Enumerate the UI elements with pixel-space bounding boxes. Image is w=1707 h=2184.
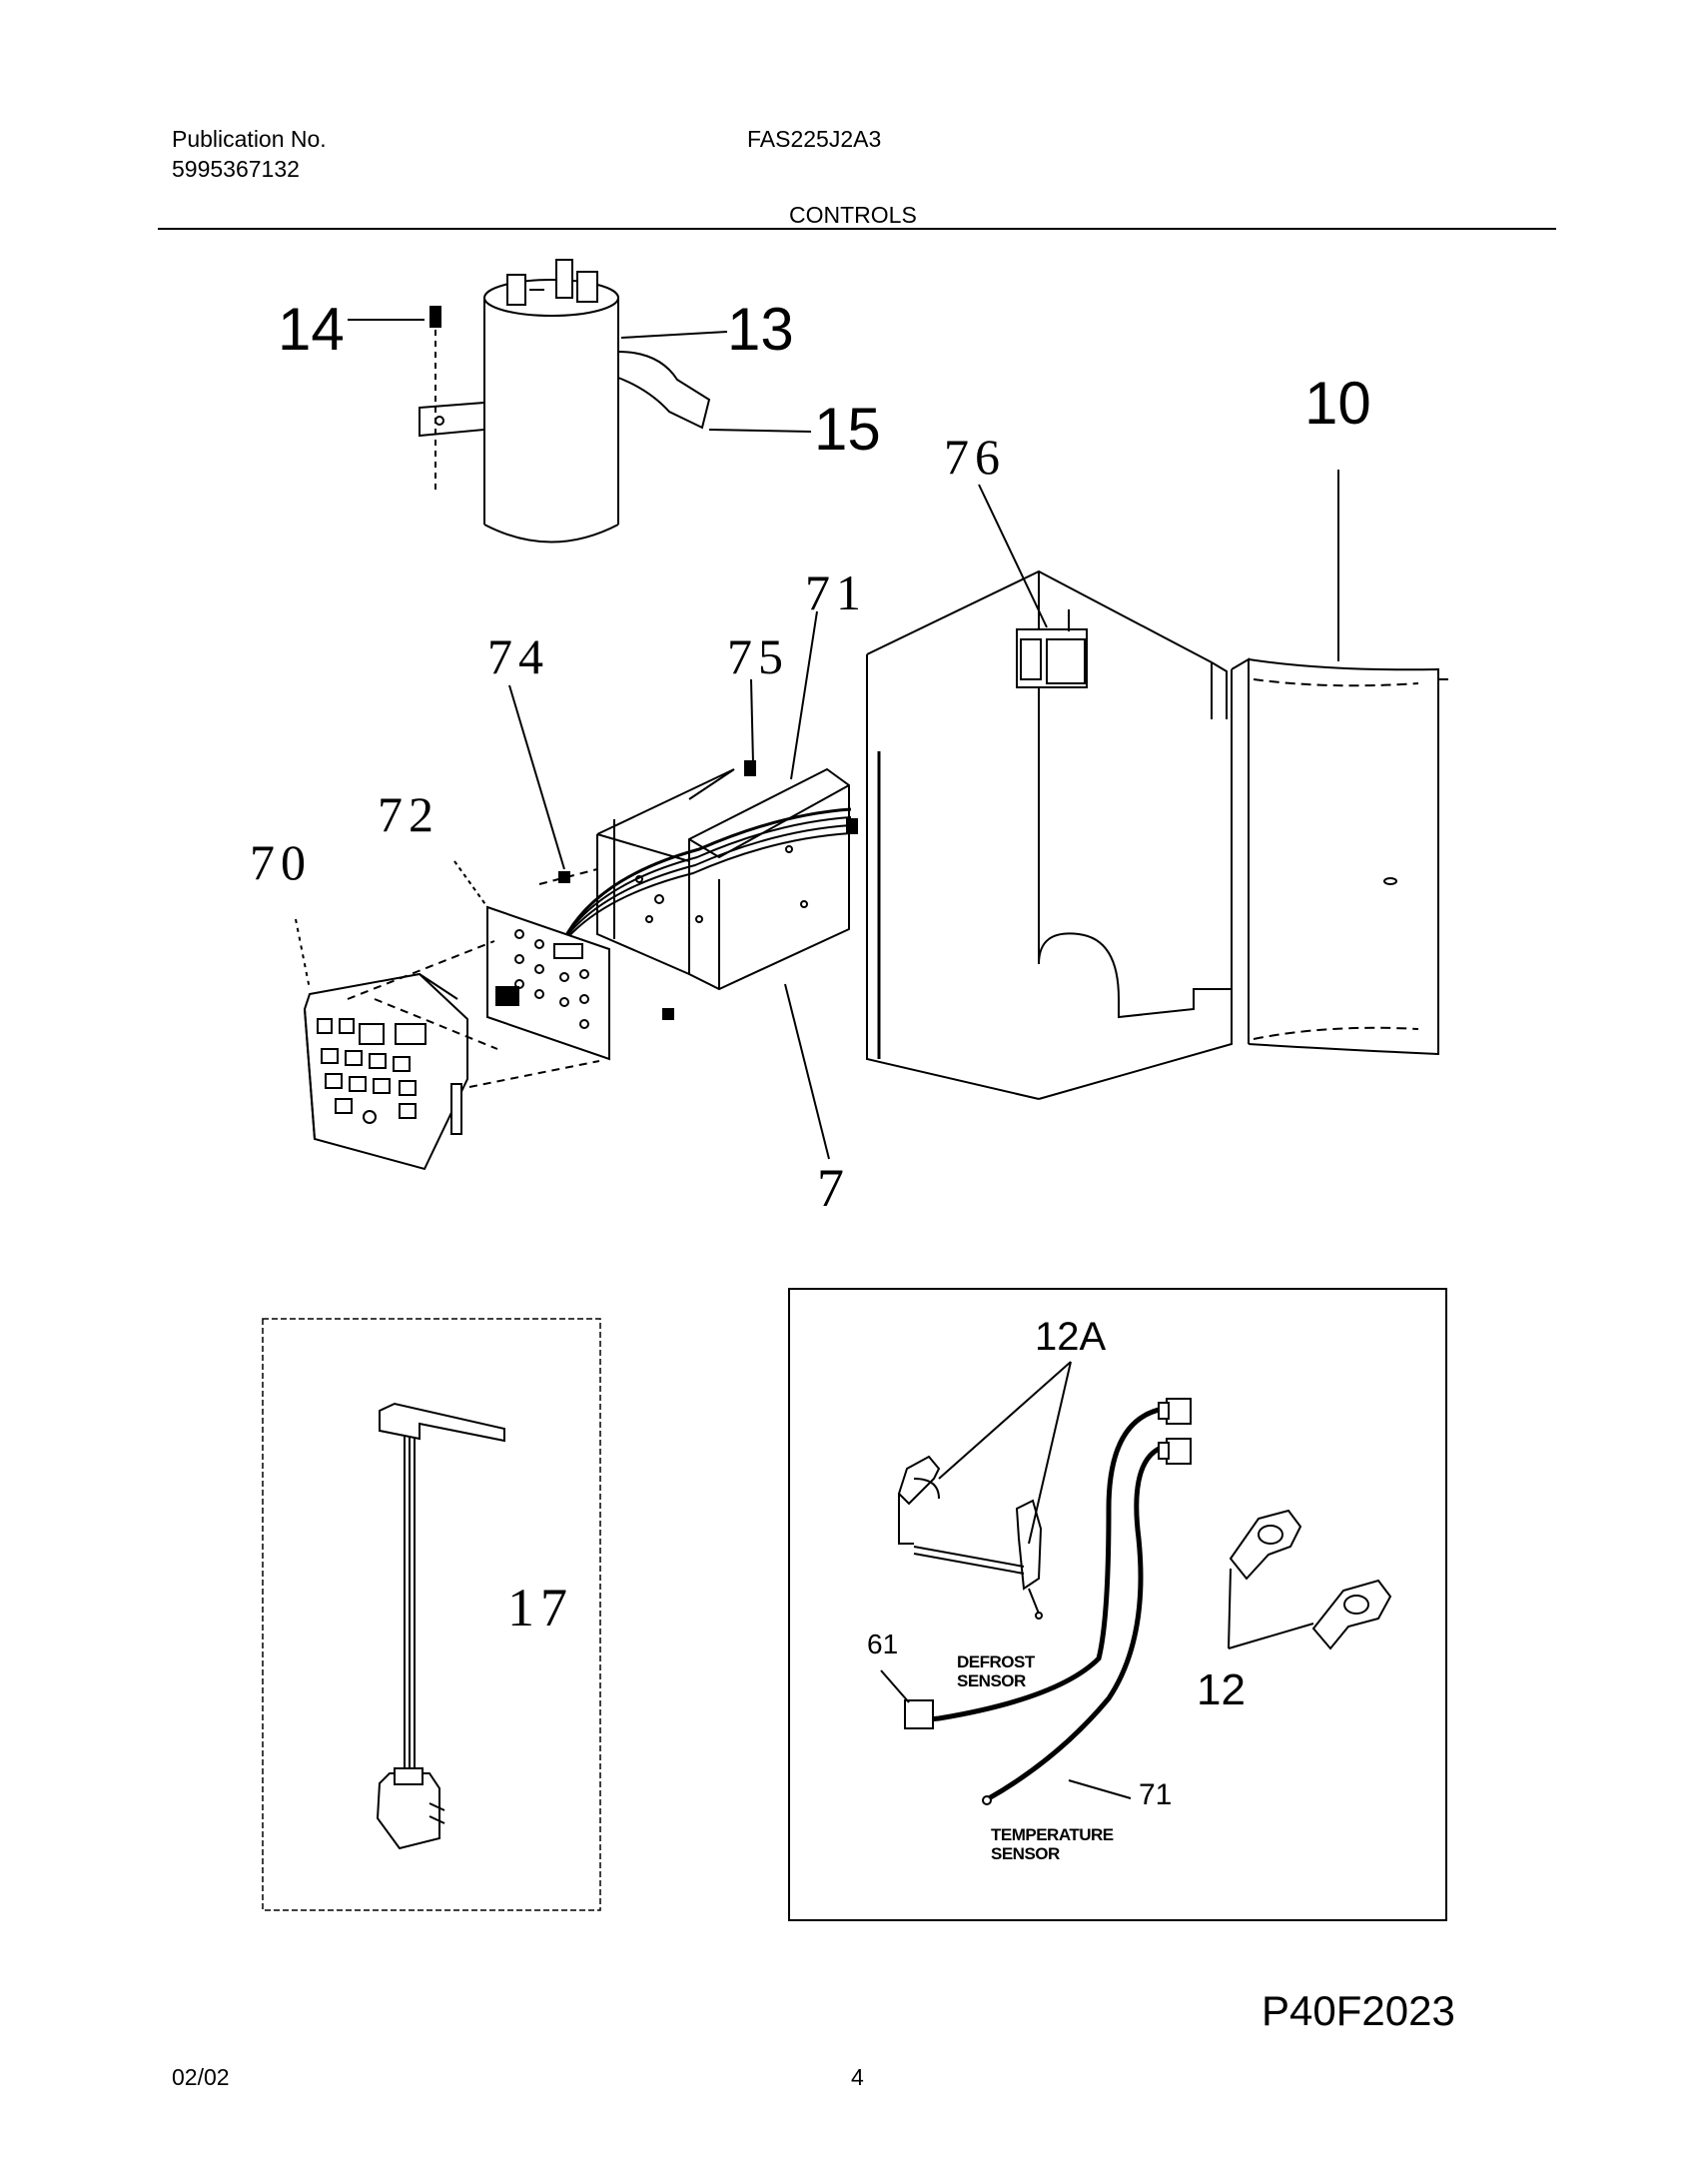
callout-76: 76	[944, 429, 1006, 485]
header-divider	[158, 228, 1556, 230]
callout-71-inset: 71	[1139, 1778, 1173, 1811]
callout-72: 72	[378, 786, 439, 842]
power-cord-inset-frame	[262, 1318, 601, 1911]
cabinet-panel-drawing	[866, 569, 1448, 1100]
footer-date: 02/02	[172, 2064, 230, 2090]
defrost-sensor-label: DEFROST SENSOR	[957, 1652, 1035, 1690]
section-title: CONTROLS	[789, 202, 917, 228]
control-panel-drawing	[303, 972, 468, 1171]
capacitor-drawing	[419, 259, 711, 544]
callout-12A: 12A	[1035, 1315, 1107, 1359]
callout-7: 7	[817, 1158, 850, 1218]
sensor-wires-drawing	[904, 1398, 1192, 1805]
control-box-drawing	[543, 760, 858, 991]
sensor-clip-drawing	[1229, 1509, 1392, 1650]
diagram-code: P40F2023	[1262, 1987, 1455, 2034]
sensor-bracket-drawing	[897, 1455, 1043, 1620]
circuit-board-drawing	[486, 871, 674, 1061]
callout-15: 15	[814, 396, 881, 463]
temperature-sensor-label: TEMPERATURE SENSOR	[991, 1825, 1114, 1863]
callout-61: 61	[867, 1629, 899, 1659]
publication-number: 5995367132	[172, 156, 300, 182]
callout-70: 70	[250, 834, 312, 890]
publication-label: Publication No.	[172, 126, 327, 152]
page-number: 4	[851, 2064, 864, 2090]
callout-14: 14	[278, 296, 345, 363]
callout-13: 13	[727, 296, 794, 363]
power-cord-drawing	[376, 1402, 505, 1850]
callout-75: 75	[727, 628, 789, 684]
callout-10: 10	[1304, 370, 1371, 437]
callout-17: 17	[507, 1578, 573, 1638]
model-number: FAS225J2A3	[747, 126, 882, 152]
callout-74: 74	[487, 628, 549, 684]
callout-71: 71	[805, 564, 867, 620]
callout-12: 12	[1197, 1665, 1246, 1714]
sensor-inset-frame	[788, 1288, 1447, 1921]
